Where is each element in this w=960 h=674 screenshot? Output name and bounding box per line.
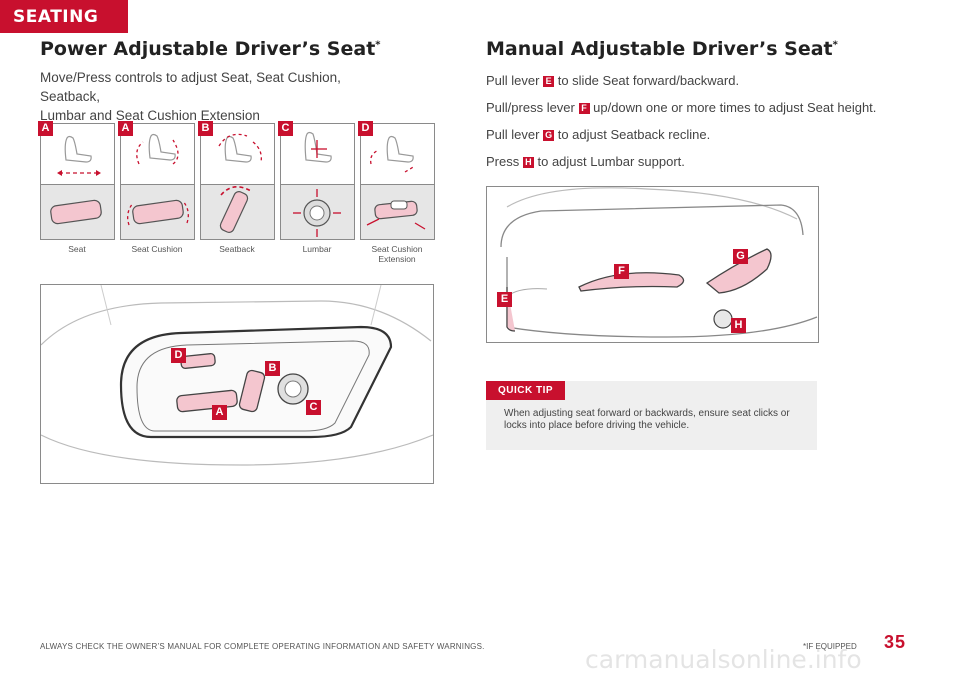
seat-panel-badge: A [38, 121, 53, 136]
figure-label-f: F [614, 264, 629, 279]
seat-panel: A [38, 121, 115, 240]
lumbar-panel-badge: C [278, 121, 293, 136]
quick-tip-text: When adjusting seat forward or backwards… [504, 408, 790, 431]
seatback-panel: B [198, 121, 275, 240]
watermark: carmanualsonline.info [585, 645, 862, 674]
figure-label-e: E [497, 292, 512, 307]
step-e: Pull lever E to slide Seat forward/backw… [486, 73, 740, 88]
figure-label-c: C [306, 400, 321, 415]
step-g: Pull lever G to adjust Seatback recline. [486, 127, 711, 142]
figure-label-g: G [733, 249, 748, 264]
step-f: Pull/press lever F up/down one or more t… [486, 100, 877, 115]
panel-caption-seat-cushion: Seat Cushion [131, 244, 183, 254]
panel-caption-seat: Seat [68, 244, 86, 254]
lumbar-panel: C [278, 121, 355, 240]
panel-caption-lumbar: Lumbar [302, 244, 332, 254]
seat-cushion-panel-badge: A [118, 121, 133, 136]
cushion-extension-panel-badge: D [358, 121, 373, 136]
figure-label-h: H [731, 318, 746, 333]
panel-caption-seatback: Seatback [219, 244, 255, 254]
manual-steps: Pull lever E to slide Seat forward/backw… [486, 72, 926, 180]
manual-seat-figure: E F G H [486, 186, 819, 343]
seatback-panel-badge: B [198, 121, 213, 136]
page-number: 35 [884, 632, 907, 652]
figure-label-b: B [265, 361, 280, 376]
figure-label-a: A [212, 405, 227, 420]
power-seat-control-figure: D B A C [40, 284, 434, 484]
quick-tip-label: QUICK TIP [486, 381, 565, 400]
step-h: Press H to adjust Lumbar support. [486, 154, 685, 169]
footnote: *IF EQUIPPED [803, 642, 857, 651]
manual-seat-title: Manual Adjustable Driver’s Seat* [486, 38, 838, 60]
seat-cushion-panel: A [118, 121, 195, 240]
cushion-extension-panel: D [358, 121, 435, 240]
footer-disclaimer: ALWAYS CHECK THE OWNER’S MANUAL FOR COMP… [40, 642, 485, 651]
power-seat-intro: Move/Press controls to adjust Seat, Seat… [40, 70, 341, 123]
figure-label-d: D [171, 348, 186, 363]
power-seat-title: Power Adjustable Driver’s Seat* [40, 38, 381, 60]
section-tab: SEATING [0, 0, 128, 33]
